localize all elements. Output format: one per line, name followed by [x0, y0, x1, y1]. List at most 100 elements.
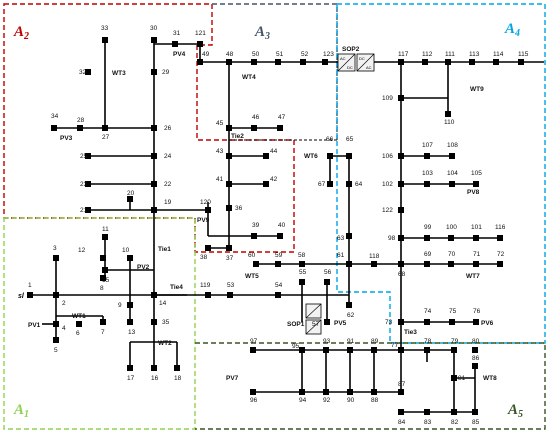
- bus-node-56: [324, 279, 330, 285]
- bus-label-59: 59: [275, 252, 283, 259]
- bus-label-88: 88: [371, 397, 379, 404]
- area-a3-boundary: [212, 3, 338, 140]
- bus-label-61: 61: [337, 252, 345, 259]
- bus-node-1: [27, 292, 33, 298]
- bus-node-20: [127, 196, 133, 202]
- bus-node-80: [472, 347, 478, 353]
- bus-label-110: 110: [444, 119, 455, 126]
- bus-label-84: 84: [398, 419, 406, 426]
- area-a1-title: A1: [13, 402, 29, 420]
- bus-label-15: 15: [102, 277, 110, 284]
- bus-node-121: [197, 41, 203, 47]
- bus-label-87: 87: [398, 381, 406, 388]
- bus-label-24: 24: [164, 153, 172, 160]
- bus-label-73: 73: [385, 319, 393, 326]
- bus-label-122: 122: [382, 207, 393, 214]
- bus-label-55: 55: [299, 269, 307, 276]
- generator-labels: WT1 WT2 WT3 WT4 WT5 WT6 WT7 WT8 WT9 PV1 …: [28, 51, 497, 382]
- bus-node-38: [205, 245, 211, 251]
- bus-label-78: 78: [424, 338, 432, 345]
- wt3-label: WT3: [112, 70, 126, 77]
- bus-label-34: 34: [51, 113, 59, 120]
- bus-node-68: [398, 261, 404, 267]
- bus-node-47: [277, 125, 283, 131]
- bus-node-13: [127, 319, 133, 325]
- bus-node-17: [127, 365, 133, 371]
- bus-label-92: 92: [323, 397, 331, 404]
- bus-label-52: 52: [301, 51, 309, 58]
- bus-label-68: 68: [398, 271, 406, 278]
- bus-label-32: 32: [79, 69, 87, 76]
- bus-label-14: 14: [159, 300, 167, 307]
- bus-node-19: [151, 207, 157, 213]
- bus-label-93: 93: [323, 338, 331, 345]
- wt8-label: WT8: [483, 375, 497, 382]
- bus-node-115: [518, 59, 524, 65]
- bus-node-101: [473, 235, 479, 241]
- bus-node-60: [253, 261, 259, 267]
- bus-label-101: 101: [471, 224, 482, 231]
- bus-node-119: [205, 292, 211, 298]
- bus-label-60: 60: [248, 252, 256, 259]
- bus-label-105: 105: [471, 170, 482, 177]
- bus-label-118: 118: [369, 253, 380, 260]
- tie3-label: Tie3: [404, 329, 417, 336]
- bus-label-10: 10: [122, 247, 130, 254]
- tie1-label: Tie1: [158, 246, 171, 253]
- bus-label-13: 13: [128, 329, 136, 336]
- wt9-label: WT9: [470, 86, 484, 93]
- svg-text:AC: AC: [366, 65, 372, 70]
- bus-node-69: [424, 261, 430, 267]
- bus-label-35: 35: [162, 319, 170, 326]
- bus-node-71: [473, 261, 479, 267]
- bus-node-44: [263, 153, 269, 159]
- bus-label-28: 28: [77, 117, 85, 124]
- bus-label-123: 123: [323, 51, 334, 58]
- bus-label-5: 5: [54, 347, 58, 354]
- bus-label-40: 40: [278, 222, 286, 229]
- bus-node-46: [251, 125, 257, 131]
- bus-node-92: [323, 389, 329, 395]
- bus-label-100: 100: [446, 224, 457, 231]
- bus-node-122: [398, 207, 404, 213]
- bus-label-67: 67: [318, 181, 326, 188]
- bus-node-94: [299, 389, 305, 395]
- bus-label-2: 2: [62, 300, 66, 307]
- bus-label-11: 11: [102, 226, 109, 233]
- bus-label-57: 57: [312, 321, 320, 328]
- bus-label-27: 27: [102, 134, 110, 141]
- bus-label-18: 18: [174, 375, 182, 382]
- bus-label-108: 108: [447, 142, 458, 149]
- bus-label-83: 83: [424, 419, 432, 426]
- bus-node-59: [275, 261, 281, 267]
- bus-label-47: 47: [278, 114, 286, 121]
- bus-label-86: 86: [472, 355, 480, 362]
- bus-label-112: 112: [422, 51, 433, 58]
- bus-node-42: [263, 181, 269, 187]
- bus-label-19: 19: [164, 199, 172, 206]
- bus-node-116: [497, 235, 503, 241]
- bus-node-66: [327, 153, 333, 159]
- bus-node-108: [449, 153, 455, 159]
- bus-node-55: [299, 279, 305, 285]
- area-boundaries: [3, 3, 546, 430]
- bus-node-36: [226, 205, 232, 211]
- bus-node-45: [226, 125, 232, 131]
- bus-node-54: [275, 292, 281, 298]
- bus-label-81: 81: [458, 375, 466, 382]
- bus-node-113: [469, 59, 475, 65]
- bus-node-10: [127, 255, 133, 261]
- area-a3-title: A3: [254, 24, 270, 42]
- bus-node-48: [226, 59, 232, 65]
- bus-label-117: 117: [398, 51, 409, 58]
- bus-label-23: 23: [80, 181, 88, 188]
- bus-node-31: [172, 41, 178, 47]
- bus-label-53: 53: [227, 282, 235, 289]
- bus-label-103: 103: [422, 170, 433, 177]
- bus-node-77: [398, 347, 404, 353]
- pv6-label: PV6: [481, 320, 494, 327]
- bus-label-16: 16: [151, 375, 159, 382]
- bus-node-11: [102, 234, 108, 240]
- bus-label-4: 4: [62, 325, 66, 332]
